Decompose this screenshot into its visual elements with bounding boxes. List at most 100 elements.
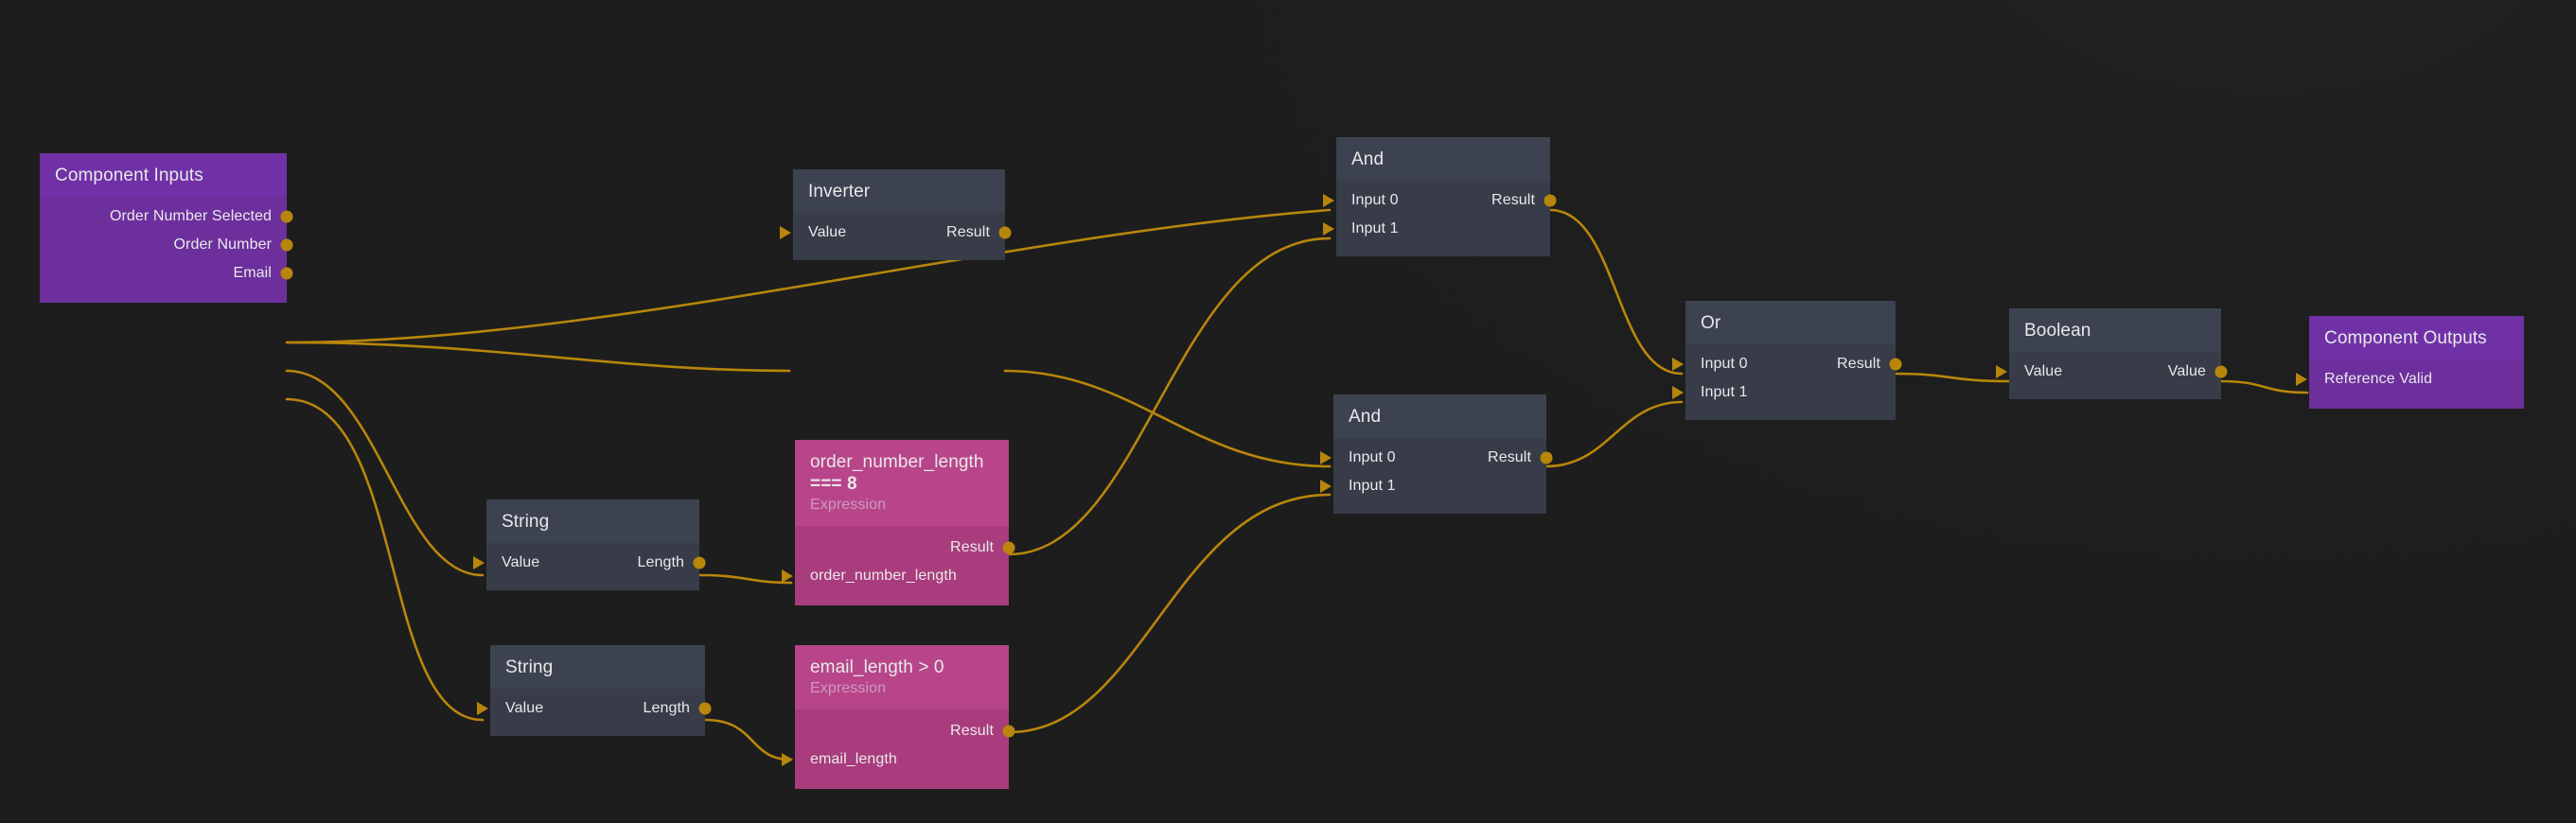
node-body: Result email_length (782, 709, 1015, 789)
edge-string1-to-expr1 (697, 573, 793, 585)
port-row-email[interactable]: Email (40, 259, 293, 288)
port-row-input-1[interactable]: Input 1 (1672, 378, 1896, 407)
node-and-2[interactable]: And Input 0 Result Input 1 (1320, 394, 1553, 514)
expression-title-line-2: === 8 (810, 474, 857, 494)
port-label: Order Number (173, 236, 272, 253)
port-row-value[interactable]: Value Length (477, 694, 712, 723)
input-port-arrow-icon[interactable] (1672, 386, 1684, 399)
node-body: Order Number Selected Order Number Email (40, 197, 293, 303)
port-label-output: Result (1837, 356, 1880, 372)
port-label-output: Result (946, 224, 990, 240)
input-port-arrow-icon[interactable] (780, 226, 791, 239)
port-label-output: Result (950, 539, 994, 555)
node-component-inputs[interactable]: Component Inputs Order Number Selected O… (40, 153, 293, 303)
node-inverter[interactable]: Inverter Value Result (780, 169, 1012, 260)
node-body: Value Value (1996, 352, 2228, 399)
node-body: Value Length (473, 543, 706, 590)
port-label-input: Input 1 (1701, 384, 1748, 400)
port-row-email-length[interactable]: email_length (782, 745, 1009, 774)
port-label-input: order_number_length (810, 568, 957, 584)
port-row-input-1[interactable]: Input 1 (1323, 215, 1550, 243)
node-boolean[interactable]: Boolean Value Value (1996, 308, 2228, 399)
node-string-2[interactable]: String Value Length (477, 645, 712, 736)
port-row-result[interactable]: Result (795, 717, 1015, 745)
port-label-output: Length (637, 554, 684, 570)
edge-ci-num-to-string1 (285, 369, 485, 577)
input-port-arrow-icon[interactable] (477, 702, 488, 715)
node-title: Inverter (793, 169, 1005, 213)
edge-and1-to-or (1548, 208, 1684, 376)
input-port-arrow-icon[interactable] (1320, 451, 1332, 464)
port-label: Order Number Selected (109, 208, 272, 224)
output-port-dot[interactable] (280, 210, 293, 223)
port-label-output: Result (950, 723, 994, 739)
input-port-arrow-icon[interactable] (473, 556, 485, 569)
output-port-dot[interactable] (1889, 358, 1902, 371)
edge-ci-email-to-string2 (285, 397, 485, 722)
node-subtitle: Expression (810, 680, 887, 696)
edge-inverter-to-and2 (1003, 369, 1332, 468)
port-label: Email (233, 265, 272, 281)
output-port-dot[interactable] (998, 226, 1012, 239)
edge-boolean-to-co (2219, 379, 2309, 394)
node-string-1[interactable]: String Value Length (473, 499, 706, 590)
input-port-arrow-icon[interactable] (1672, 358, 1684, 371)
port-row-input-1[interactable]: Input 1 (1320, 472, 1546, 500)
node-title: And (1336, 137, 1550, 181)
port-row-value[interactable]: Value Length (473, 549, 706, 577)
port-row-order-number-selected[interactable]: Order Number Selected (40, 202, 293, 231)
port-row-reference-valid[interactable]: Reference Valid (2296, 365, 2524, 394)
port-label-input: Input 0 (1349, 449, 1396, 465)
input-port-arrow-icon[interactable] (782, 753, 793, 766)
output-port-dot[interactable] (1540, 451, 1553, 464)
node-title: order_number_length === 8 Expression (795, 440, 1009, 526)
node-expression-email-length[interactable]: email_length > 0 Expression Result email… (782, 645, 1015, 789)
input-port-arrow-icon[interactable] (1996, 365, 2007, 378)
port-row-input-0[interactable]: Input 0 Result (1323, 186, 1557, 215)
output-port-dot[interactable] (1544, 194, 1557, 207)
port-label-input: Input 1 (1349, 478, 1396, 494)
input-port-arrow-icon[interactable] (1323, 194, 1334, 207)
port-row-value[interactable]: Value Value (1996, 358, 2228, 386)
port-row-input-0[interactable]: Input 0 Result (1320, 444, 1553, 472)
node-title: String (490, 645, 705, 689)
port-label-output: Result (1491, 192, 1535, 208)
node-body: Reference Valid (2296, 359, 2524, 409)
node-title: And (1333, 394, 1546, 438)
node-body: Input 0 Result Input 1 (1323, 181, 1557, 256)
node-title: Boolean (2009, 308, 2221, 352)
output-port-dot[interactable] (1002, 725, 1015, 738)
output-port-dot[interactable] (280, 238, 293, 252)
node-and-1[interactable]: And Input 0 Result Input 1 (1323, 137, 1557, 256)
output-port-dot[interactable] (693, 556, 706, 569)
port-row-order-number-length[interactable]: order_number_length (782, 562, 1009, 590)
port-row-input-0[interactable]: Input 0 Result (1672, 350, 1902, 378)
output-port-dot[interactable] (1002, 541, 1015, 554)
input-port-arrow-icon[interactable] (782, 569, 793, 583)
edge-expr2-to-and2 (1007, 493, 1332, 734)
port-label-output: Result (1488, 449, 1531, 465)
edge-string2-to-expr2 (703, 718, 793, 762)
port-label-input: Input 0 (1351, 192, 1399, 208)
node-title: Or (1685, 301, 1896, 344)
node-or[interactable]: Or Input 0 Result Input 1 (1672, 301, 1902, 420)
output-port-dot[interactable] (698, 702, 712, 715)
port-row-value[interactable]: Value Result (780, 219, 1012, 247)
edge-or-to-boolean (1894, 372, 2011, 383)
node-component-outputs[interactable]: Component Outputs Reference Valid (2296, 316, 2524, 409)
edge-and2-to-or (1544, 400, 1684, 468)
input-port-arrow-icon[interactable] (1323, 222, 1334, 236)
node-expression-order-number-length[interactable]: order_number_length === 8 Expression Res… (782, 440, 1015, 605)
input-port-arrow-icon[interactable] (2296, 373, 2307, 386)
input-port-arrow-icon[interactable] (1320, 480, 1332, 493)
port-label-output: Length (643, 700, 690, 716)
node-title: email_length > 0 Expression (795, 645, 1009, 709)
output-port-dot[interactable] (2214, 365, 2228, 378)
expression-title-line-1: order_number_length (810, 452, 984, 472)
port-row-order-number[interactable]: Order Number (40, 231, 293, 259)
port-label-input: Value (505, 700, 544, 716)
port-row-result[interactable]: Result (795, 534, 1015, 562)
output-port-dot[interactable] (280, 267, 293, 280)
node-title: String (486, 499, 699, 543)
